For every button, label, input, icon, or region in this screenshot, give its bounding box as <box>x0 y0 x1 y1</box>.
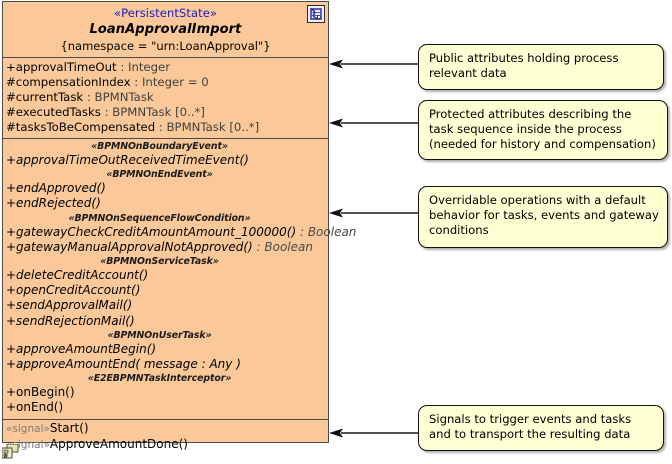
operation-row[interactable]: +approveAmountEnd( message : Any ) <box>5 357 328 372</box>
operation-row[interactable]: +endRejected() <box>5 196 328 211</box>
class-tagged-value: {namespace = "urn:LoanApproval"} <box>60 39 271 53</box>
note-line: Overridable operations with a default <box>429 193 646 207</box>
note-protected-attributes[interactable]: Protected attributes describing the task… <box>418 100 668 160</box>
attribute-name: executedTasks <box>15 105 101 119</box>
note-line: (needed for history and compensation) <box>429 137 656 152</box>
attribute-type: : BPMNTask <box>83 90 154 104</box>
operation-group-label: «BPMNOnServiceTask» <box>100 256 219 268</box>
operation-signature: +approvalTimeOutReceivedTimeEvent() <box>6 153 249 167</box>
note-signals[interactable]: Signals to trigger events and tasks and … <box>418 405 664 451</box>
signal-row[interactable]: «signal»ApproveAmountDone() <box>5 437 328 453</box>
signal-name: Start() <box>49 420 89 435</box>
connector-note-4 <box>329 427 419 439</box>
operation-row[interactable]: +onBegin() <box>5 385 328 400</box>
operation-signature: +sendRejectionMail() <box>6 313 135 328</box>
connector-note-2 <box>329 117 419 129</box>
operation-signature: +endApproved() <box>6 181 106 196</box>
operation-signature: +endRejected() <box>6 196 101 211</box>
attribute-visibility: # <box>6 75 16 89</box>
attribute-row[interactable]: #compensationIndex : Integer = 0 <box>5 75 328 90</box>
operation-row[interactable]: +onEnd() <box>5 400 328 415</box>
attribute-name: tasksToBeCompensated <box>15 120 156 134</box>
note-line: and to transport the resulting data <box>429 427 631 442</box>
connector-note-3 <box>329 207 419 219</box>
operation-signature: +approveAmountBegin() <box>6 341 157 356</box>
note-overridable-operations[interactable]: Overridable operations with a default be… <box>418 186 668 248</box>
operation-signature: +deleteCreditAccount() <box>6 268 149 283</box>
operation-signature: +approveAmountEnd( message : Any ) <box>6 357 241 372</box>
operations-compartment: «BPMNOnBoundaryEvent» +approvalTimeOutRe… <box>3 138 356 419</box>
note-line: conditions <box>429 223 489 238</box>
attribute-type: : BPMNTask [0..*] <box>100 105 205 119</box>
operation-signature: +gatewayManualApprovalNotApproved() <box>6 239 253 254</box>
operation-signature: +gatewayCheckCreditAmountAmount_100000() <box>6 224 297 239</box>
operation-row[interactable]: +deleteCreditAccount() <box>5 268 328 283</box>
signal-row[interactable]: «signal»Start() <box>5 421 328 437</box>
operation-return-type: : Boolean <box>296 224 357 239</box>
attribute-type: : Integer <box>116 60 171 74</box>
operation-row[interactable]: +sendRejectionMail() <box>5 314 328 329</box>
operation-group-label: «BPMNOnEndEvent» <box>106 169 213 181</box>
operation-row[interactable]: +sendApprovalMail() <box>5 298 328 313</box>
operation-group-label: «E2EBPMNTaskInterceptor» <box>87 373 232 385</box>
class-artifact-icon[interactable] <box>307 5 325 23</box>
attribute-type: : BPMNTask [0..*] <box>155 120 260 134</box>
operation-group-label: «BPMNOnUserTask» <box>107 329 212 341</box>
operation-row[interactable]: +approvalTimeOutReceivedTimeEvent() <box>5 153 328 168</box>
attribute-visibility: # <box>6 120 16 134</box>
signal-name: ApproveAmountDone() <box>49 436 188 451</box>
class-header: «PersistentState» LoanApprovalImport {na… <box>3 2 328 57</box>
uml-class-box[interactable]: «PersistentState» LoanApprovalImport {na… <box>2 1 356 451</box>
attribute-visibility: + <box>6 60 16 74</box>
attribute-name: compensationIndex <box>15 75 131 89</box>
note-line: behavior for tasks, events and gateway <box>429 208 659 223</box>
attribute-name: currentTask <box>15 90 84 104</box>
operation-row[interactable]: +approveAmountBegin() <box>5 342 328 357</box>
operation-signature: +onEnd() <box>6 400 64 415</box>
attribute-type: : Integer = 0 <box>130 75 209 89</box>
note-line: relevant data <box>429 66 507 81</box>
operation-row[interactable]: +gatewayCheckCreditAmountAmount_100000()… <box>5 224 356 240</box>
operation-signature: +sendApprovalMail() <box>6 298 133 313</box>
note-line: Signals to trigger events and tasks <box>429 412 632 426</box>
signals-compartment: «signal»Start() «signal»ApproveAmountDon… <box>3 418 328 455</box>
attributes-compartment: +approvalTimeOut : Integer #compensation… <box>3 57 328 138</box>
connector-note-1 <box>329 58 419 70</box>
operation-group-label: «BPMNOnSequenceFlowCondition» <box>68 212 251 224</box>
operation-group-label: «BPMNOnBoundaryEvent» <box>91 141 228 152</box>
operation-signature: +openCreditAccount() <box>6 283 141 298</box>
attribute-visibility: # <box>6 105 16 119</box>
diagram-link-icon[interactable] <box>2 444 19 460</box>
attribute-row[interactable]: #tasksToBeCompensated : BPMNTask [0..*] <box>5 120 328 135</box>
operation-row[interactable]: +endApproved() <box>5 181 328 196</box>
operation-signature: +onBegin() <box>6 385 75 400</box>
operation-row[interactable]: +gatewayManualApprovalNotApproved() : Bo… <box>5 240 328 255</box>
class-name: LoanApprovalImport <box>89 22 242 37</box>
operation-row[interactable]: +openCreditAccount() <box>5 283 328 298</box>
attribute-row[interactable]: +approvalTimeOut : Integer <box>5 60 328 75</box>
operation-return-type: : Boolean <box>252 239 313 254</box>
attribute-row[interactable]: #executedTasks : BPMNTask [0..*] <box>5 105 328 120</box>
note-line: Protected attributes describing the <box>429 107 632 121</box>
attribute-visibility: # <box>6 90 16 104</box>
attribute-name: approvalTimeOut <box>15 60 117 74</box>
note-line: task sequence inside the process <box>429 122 622 137</box>
note-public-attributes[interactable]: Public attributes holding process releva… <box>418 44 664 90</box>
note-line: Public attributes holding process <box>429 51 619 65</box>
attribute-row[interactable]: #currentTask : BPMNTask <box>5 90 328 105</box>
signal-stereotype: «signal» <box>6 422 50 435</box>
class-stereotype: «PersistentState» <box>113 6 218 20</box>
